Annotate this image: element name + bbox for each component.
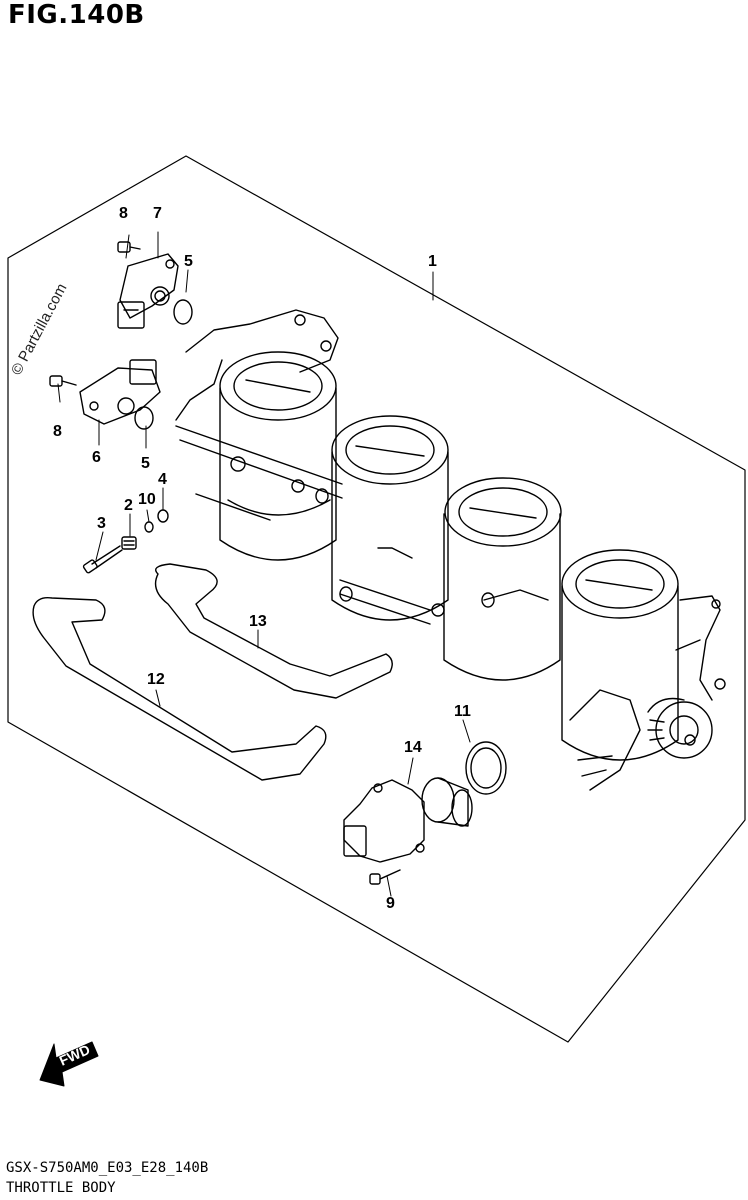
callout-3: 3 (97, 515, 106, 532)
washer-10 (144, 521, 154, 533)
bolt-8-top (117, 241, 141, 253)
throttle-body-assembly (175, 309, 726, 791)
o-ring-5-top (173, 299, 193, 325)
figure-title: FIG.140B (8, 0, 145, 30)
hose-13 (154, 563, 393, 699)
hose-12 (32, 596, 327, 781)
callout-7: 7 (153, 205, 162, 222)
isc-valve-14 (343, 777, 473, 863)
caption: THROTTLE BODY (6, 1180, 116, 1196)
callout-12: 12 (147, 671, 165, 688)
sensor-7 (117, 253, 179, 329)
screw-2 (121, 536, 137, 550)
assembly-outline (7, 155, 746, 1043)
callout-6: 6 (92, 449, 101, 466)
callout-4: 4 (158, 471, 167, 488)
screw-9 (369, 869, 401, 885)
callout-8-top: 8 (119, 205, 128, 222)
leader-lines (57, 231, 471, 897)
callout-9: 9 (386, 895, 395, 912)
o-ring-11 (465, 741, 507, 795)
callout-5-lower: 5 (141, 455, 150, 472)
o-ring-5-lower (134, 406, 154, 430)
washer-4 (157, 509, 169, 523)
callout-8-lower: 8 (53, 423, 62, 440)
callout-14: 14 (404, 739, 422, 756)
callout-13: 13 (249, 613, 267, 630)
callout-5-top: 5 (184, 253, 193, 270)
callout-10: 10 (138, 491, 156, 508)
callout-11: 11 (454, 703, 471, 720)
callout-1: 1 (428, 253, 437, 270)
sensor-6 (79, 359, 161, 425)
bolt-8-lower (49, 375, 77, 387)
model-code: GSX-S750AM0_E03_E28_140B (6, 1160, 209, 1176)
fwd-arrow-icon: FWD (39, 1041, 99, 1087)
callout-2: 2 (124, 497, 133, 514)
screw-3 (82, 545, 123, 574)
